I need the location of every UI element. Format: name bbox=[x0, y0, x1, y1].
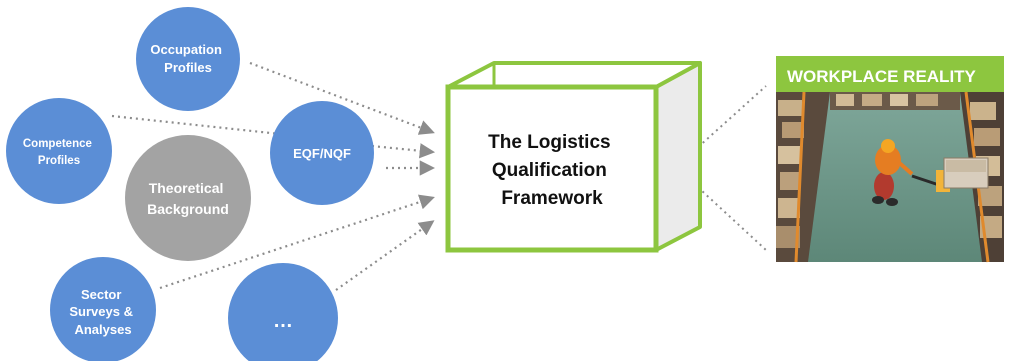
line-framework-to-reality-top bbox=[675, 85, 767, 168]
box-top-face bbox=[446, 61, 702, 89]
eqf-nqf-node: EQF/NQF bbox=[270, 101, 374, 205]
occupation-profiles-node: Occupation Profiles bbox=[136, 7, 240, 111]
theoretical-background-node: Theoretical Background bbox=[125, 135, 251, 261]
sector-surveys-label-line3: Analyses bbox=[74, 322, 131, 337]
framework-label-line1: The Logistics bbox=[488, 132, 610, 153]
svg-text:EQF/NQF: EQF/NQF bbox=[293, 146, 351, 161]
svg-text:Theoretical Background: Theoretical Background bbox=[147, 180, 229, 217]
svg-text:Competence Profiles: Competence Profiles bbox=[23, 138, 95, 167]
more-sources-node: … bbox=[228, 263, 338, 361]
framework-label-line3: Framework bbox=[501, 188, 603, 209]
line-framework-to-reality-bottom bbox=[675, 166, 767, 251]
occupation-profiles-label-line2: Profiles bbox=[164, 60, 212, 75]
workplace-reality-header bbox=[776, 56, 1004, 92]
theoretical-background-label-line2: Background bbox=[147, 201, 229, 217]
occupation-profiles-label-line1: Occupation bbox=[150, 42, 222, 57]
arrow-occupation-to-framework bbox=[249, 61, 435, 135]
competence-profiles-label-line2: Profiles bbox=[38, 155, 80, 167]
svg-text:…: … bbox=[273, 310, 293, 332]
competence-profiles-node: Competence Profiles bbox=[6, 98, 112, 204]
box-side-face bbox=[654, 61, 702, 252]
arrow-eqf-to-framework-1 bbox=[371, 143, 436, 159]
framework-label-line2: Qualification bbox=[492, 160, 607, 181]
competence-profiles-label-line1: Competence bbox=[23, 138, 92, 150]
workplace-reality-title: WORKPLACE REALITY bbox=[787, 67, 977, 86]
line-competence-to-eqf bbox=[111, 114, 281, 136]
sector-surveys-label-line2: Surveys & bbox=[69, 304, 133, 319]
workplace-reality-panel: WORKPLACE REALITY bbox=[776, 56, 1004, 263]
framework-box: The Logistics Qualification Framework bbox=[445, 61, 702, 253]
svg-text:The Logistics Qualificat: The Logistics Qualification Framework bbox=[488, 132, 616, 209]
theoretical-background-label-line1: Theoretical bbox=[149, 180, 224, 196]
sector-surveys-label-line1: Sector bbox=[81, 287, 121, 302]
warehouse-photo bbox=[776, 91, 1004, 263]
arrow-more-to-framework bbox=[335, 220, 435, 291]
sector-surveys-node: Sector Surveys & Analyses bbox=[50, 257, 156, 361]
eqf-nqf-label: EQF/NQF bbox=[293, 146, 351, 161]
more-sources-ellipsis: … bbox=[273, 310, 293, 332]
svg-text:Occupation Profiles: Occupation Profiles bbox=[150, 42, 225, 75]
svg-text:Sector Surveys & A: Sector Surveys & Analyses bbox=[69, 287, 136, 337]
connectors bbox=[111, 61, 767, 291]
box-front-face bbox=[445, 84, 659, 253]
